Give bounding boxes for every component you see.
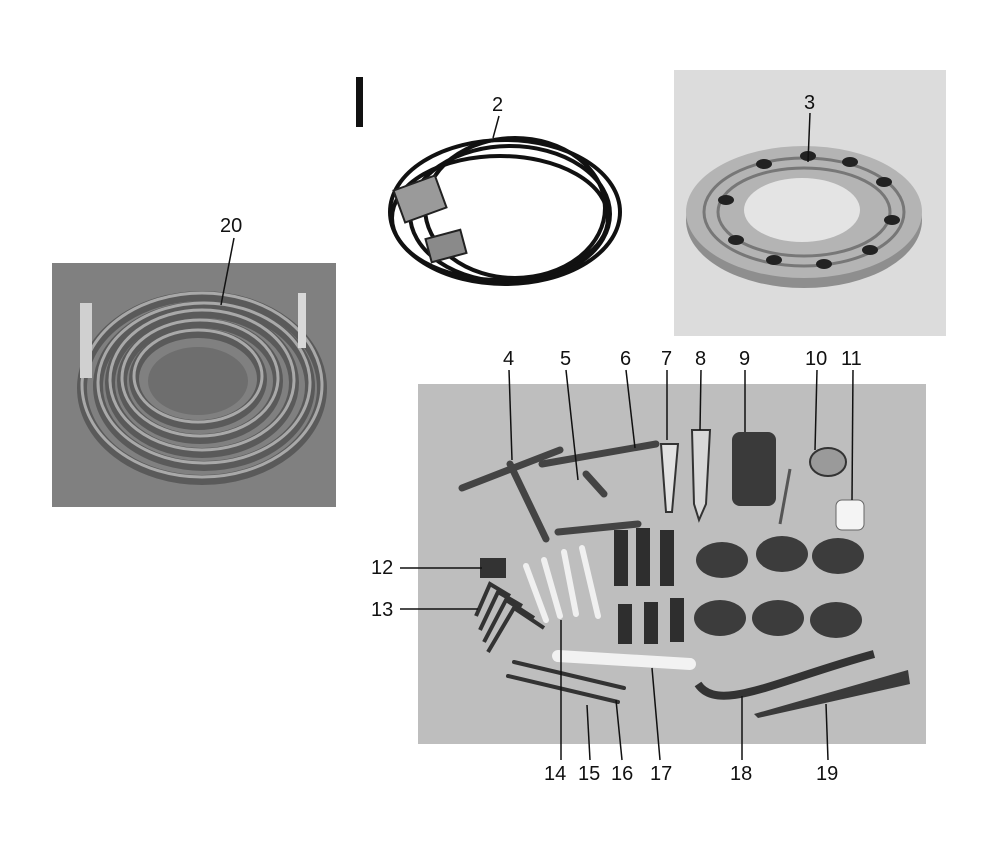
callout-16: 16 — [611, 763, 634, 785]
callout-6: 6 — [620, 348, 632, 370]
callout-10: 10 — [805, 348, 828, 370]
tool-set-photo — [418, 384, 926, 744]
callout-18: 18 — [730, 763, 753, 785]
cable-photo — [388, 136, 622, 286]
callout-19: 19 — [816, 763, 839, 785]
plate-photo — [674, 70, 946, 336]
callout-2: 2 — [492, 94, 504, 116]
callout-12: 12 — [371, 557, 394, 579]
callout-7: 7 — [661, 348, 673, 370]
air-hose-photo — [52, 263, 336, 507]
callout-9: 9 — [739, 348, 751, 370]
callout-11: 11 — [841, 348, 862, 370]
section-marker-bar — [356, 77, 363, 127]
callout-3: 3 — [804, 92, 816, 114]
callout-15: 15 — [578, 763, 601, 785]
callout-8: 8 — [695, 348, 707, 370]
callout-4: 4 — [503, 348, 515, 370]
callout-20: 20 — [220, 215, 243, 237]
callout-14: 14 — [544, 763, 567, 785]
callout-17: 17 — [650, 763, 673, 785]
callout-13: 13 — [371, 599, 394, 621]
callout-5: 5 — [560, 348, 572, 370]
